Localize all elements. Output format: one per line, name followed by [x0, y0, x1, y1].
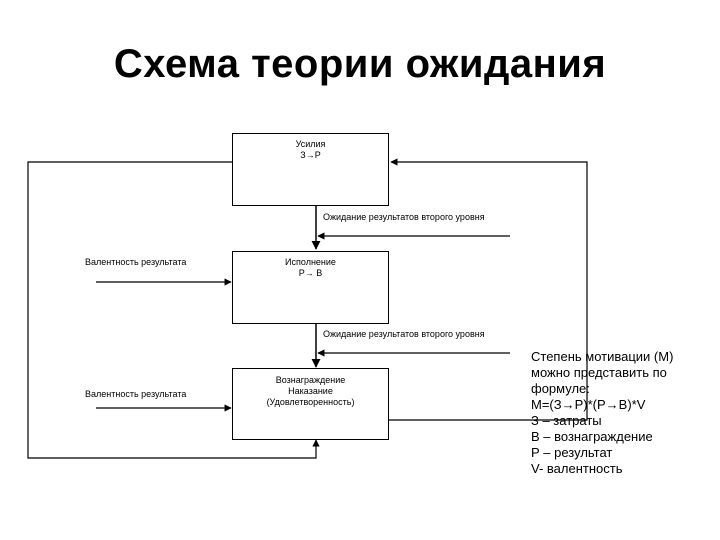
notes-line: В – вознаграждение [531, 429, 653, 444]
feedback-loop-left [27, 161, 320, 459]
effort-label: Усилия [295, 139, 326, 149]
notes-line: З – затраты [531, 413, 602, 428]
performance-label: Исполнение [285, 257, 336, 267]
slide-title: Схема теории ожидания [113, 42, 607, 86]
feedback-loop-right [389, 158, 588, 421]
notes-line: Р – результат [531, 445, 613, 460]
notes-line: формуле: [531, 381, 590, 396]
reward-label: Вознаграждение [275, 375, 346, 385]
expectation-top-label: Ожидание результатов второго уровня [323, 212, 485, 222]
performance-formula: Р→ В [298, 268, 323, 278]
notes-line: можно представить по [531, 365, 667, 380]
effort-box: Усилия З→Р [232, 133, 389, 206]
performance-box: Исполнение Р→ В [232, 251, 389, 324]
motivation-notes: Степень мотивации (М) можно представить … [531, 349, 673, 477]
valence-bottom-label: Валентность результата [85, 389, 187, 399]
expectation-bottom-label: Ожидание результатов второго уровня [323, 329, 485, 339]
notes-formula: М=(З→Р)*(Р→В)*V [531, 397, 646, 412]
satisfaction-label: (Удовлетворенность) [266, 397, 355, 407]
reward-box: Вознаграждение Наказание (Удовлетворенно… [232, 368, 389, 440]
valence-top-label: Валентность результата [85, 257, 187, 267]
notes-line: Степень мотивации (М) [531, 349, 674, 364]
notes-line: V- валентность [531, 461, 623, 476]
punishment-label: Наказание [288, 386, 333, 396]
effort-formula: З→Р [300, 150, 321, 160]
